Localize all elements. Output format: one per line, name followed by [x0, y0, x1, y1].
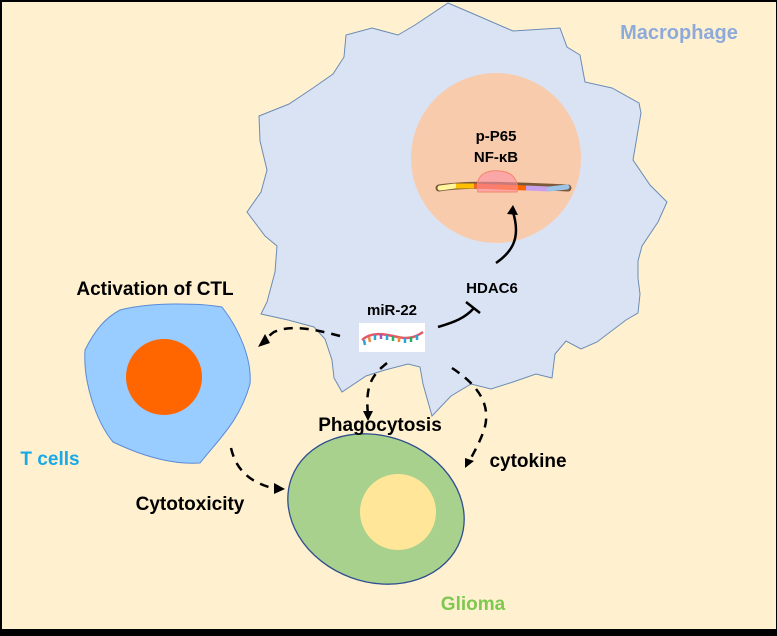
ctl-activation-arrow: [262, 326, 341, 345]
t-cell-nucleus: [126, 339, 202, 415]
inhibition-arrow: [437, 307, 475, 329]
glioma-nucleus: [360, 474, 436, 550]
phagocytosis-label: Phagocytosis: [318, 415, 442, 436]
glioma-label: Glioma: [441, 594, 506, 615]
cytokine-label: cytokine: [489, 451, 566, 472]
mirna-strand-icon: [359, 323, 425, 352]
arrowhead-icon: [507, 205, 518, 215]
ctl-activation-label: Activation of CTL: [76, 279, 234, 300]
t-cells-label: T cells: [20, 449, 79, 470]
inhibition-bar-icon: [465, 301, 481, 314]
p65-protein-blob: [476, 170, 518, 193]
phagocytosis-arrow: [366, 362, 388, 416]
nf-kb-label: NF-κB: [474, 149, 518, 166]
p-p65-label: p-P65: [476, 128, 517, 145]
mir22-label: miR-22: [367, 302, 417, 319]
macrophage-label: Macrophage: [620, 22, 738, 44]
hdac6-label: HDAC6: [466, 280, 518, 297]
cytotoxicity-label: Cytotoxicity: [136, 494, 245, 515]
arrowhead-icon: [363, 411, 373, 421]
arrowhead-icon: [258, 334, 270, 347]
activation-arrow: [495, 211, 518, 265]
cytokine-arrow: [451, 366, 488, 463]
cytotoxicity-arrow: [229, 447, 277, 491]
macrophage-nucleus: [411, 73, 581, 243]
dna-strand-icon: [435, 170, 572, 193]
arrowhead-icon: [274, 483, 285, 494]
arrowhead-icon: [465, 458, 474, 468]
